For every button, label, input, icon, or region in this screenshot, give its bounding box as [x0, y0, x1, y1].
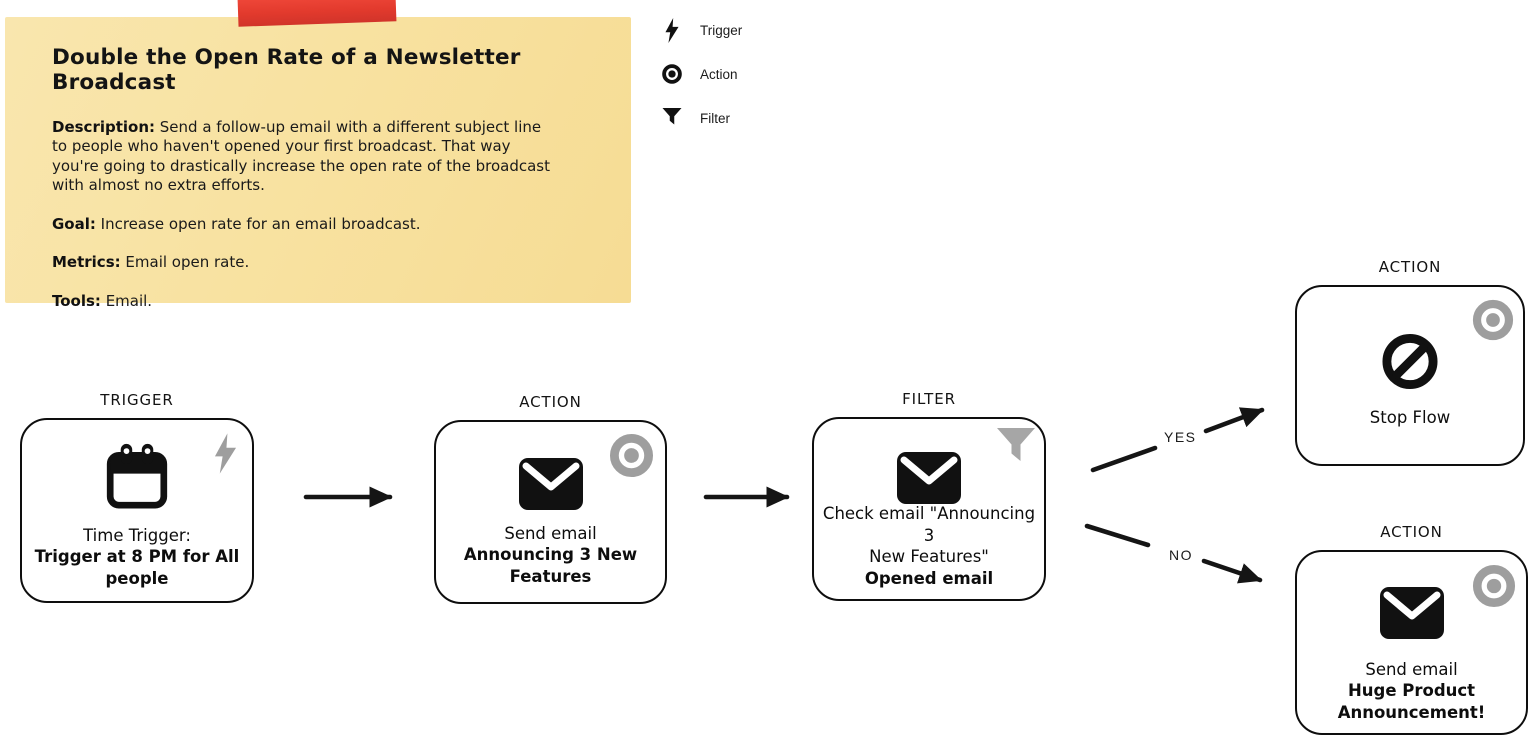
- legend-item-filter: Filter: [660, 106, 742, 130]
- node-type-label: ACTION: [1380, 523, 1443, 541]
- note-title: Double the Open Rate of a Newsletter Bro…: [52, 45, 521, 95]
- sticky-note: Double the Open Rate of a Newsletter Bro…: [5, 17, 631, 310]
- goal-text: Increase open rate for an email broadcas…: [95, 215, 421, 234]
- trigger-node-box[interactable]: Time Trigger: Trigger at 8 PM for All pe…: [20, 418, 254, 603]
- legend-label-action: Action: [700, 66, 738, 82]
- note-tools: Tools: Email.: [52, 292, 554, 311]
- note-description: Description: Send a follow-up email with…: [52, 118, 554, 195]
- yes-edge-label: YES: [1164, 429, 1197, 445]
- bullseye-icon: [609, 433, 654, 482]
- node-text: Send email Huge Product Announcement!: [1337, 659, 1486, 722]
- no-edge-label: NO: [1169, 547, 1193, 563]
- envelope-icon: [1379, 587, 1444, 643]
- node-text: Stop Flow: [1369, 407, 1451, 427]
- node-type-label: FILTER: [902, 390, 956, 408]
- description-label: Description:: [52, 118, 156, 136]
- legend: Trigger Action Filter: [660, 17, 743, 150]
- tools-label: Tools:: [52, 291, 101, 310]
- stop-flow-node-box[interactable]: Stop Flow: [1295, 285, 1525, 466]
- tools-text: Email.: [100, 291, 153, 310]
- funnel-icon: [660, 108, 684, 128]
- bullseye-icon: [660, 63, 684, 85]
- node-check-email-filter: FILTER Check email "Announcing 3 New Fea…: [812, 390, 1046, 601]
- node-send-email-announcing: ACTION Send email Announcing 3 New Featu…: [434, 393, 667, 604]
- action-node-box[interactable]: Send email Announcing 3 New Features: [434, 420, 667, 604]
- legend-label-filter: Filter: [700, 110, 730, 126]
- node-text: Send email Announcing 3 New Features: [463, 523, 638, 586]
- legend-label-trigger: Trigger: [700, 22, 743, 38]
- node-stop-flow: ACTION Stop Flow: [1295, 258, 1525, 466]
- node-send-email-announcement: ACTION Send email Huge Product Announcem…: [1295, 523, 1528, 735]
- node-type-label: TRIGGER: [100, 391, 174, 409]
- arrow-no-segment-1: [1084, 523, 1151, 548]
- metrics-text: Email open rate.: [120, 253, 250, 272]
- note-goal: Goal: Increase open rate for an email br…: [52, 215, 554, 234]
- lightning-bolt-icon: [660, 17, 684, 43]
- metrics-label: Metrics:: [52, 253, 121, 272]
- arrow-yes-segment-1: [1090, 445, 1158, 473]
- calendar-icon: [106, 442, 168, 513]
- legend-item-trigger: Trigger: [660, 17, 743, 43]
- arrow-yes-segment-2: [1203, 407, 1265, 434]
- funnel-icon: [996, 427, 1036, 473]
- arrow-no-segment-2: [1201, 558, 1263, 584]
- node-text: Time Trigger: Trigger at 8 PM for All pe…: [34, 525, 240, 588]
- node-text: Check email "Announcing 3 New Features" …: [822, 504, 1036, 588]
- stop-icon: [1382, 333, 1439, 394]
- legend-item-action: Action: [660, 62, 742, 86]
- goal-label: Goal:: [52, 215, 96, 234]
- note-metrics: Metrics: Email open rate.: [52, 253, 554, 272]
- bullseye-icon: [1472, 299, 1514, 345]
- lightning-bolt-icon: [214, 433, 237, 478]
- bullseye-icon: [1472, 564, 1516, 612]
- node-type-label: ACTION: [519, 393, 582, 411]
- node-type-label: ACTION: [1378, 258, 1442, 276]
- description-text: Send a follow-up email with a different …: [52, 118, 550, 194]
- action-node-box[interactable]: Send email Huge Product Announcement!: [1295, 550, 1528, 735]
- node-time-trigger: TRIGGER Time Trigger: Trigger at 8 PM fo…: [20, 391, 254, 603]
- envelope-icon: [897, 452, 961, 508]
- envelope-icon: [518, 458, 583, 514]
- filter-node-box[interactable]: Check email "Announcing 3 New Features" …: [812, 417, 1046, 601]
